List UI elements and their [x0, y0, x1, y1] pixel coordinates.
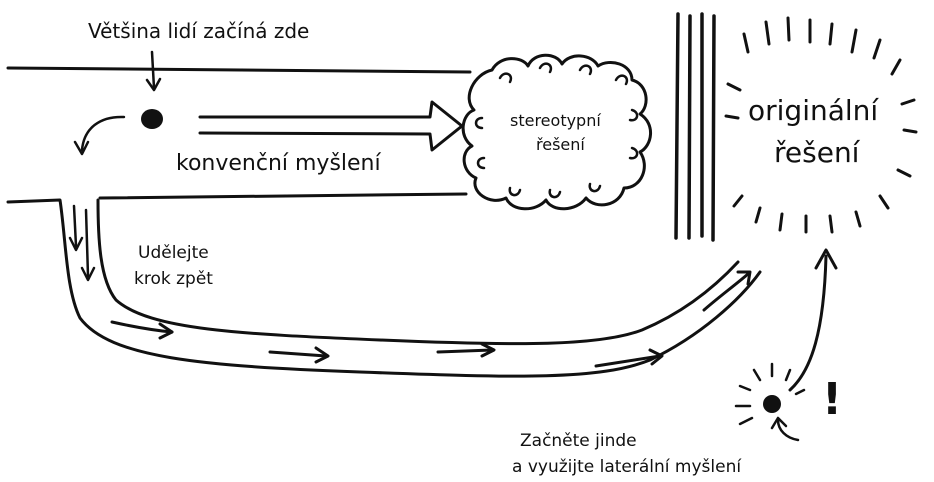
stereotype-label-line2: řešení — [536, 135, 585, 154]
start-dot — [141, 109, 163, 129]
stereotype-cloud — [463, 55, 650, 209]
original-label-line1: originální — [748, 94, 879, 127]
top-channel-line — [8, 68, 470, 72]
bottom-channel-line — [100, 194, 466, 198]
conventional-hollow-arrow — [200, 102, 462, 150]
step-back-label-line1: Udělejte — [138, 243, 209, 263]
pointer-arrow — [778, 420, 798, 440]
lateral-channel-outer — [8, 200, 760, 376]
lateral-start-dot — [763, 395, 781, 413]
cloud-curls — [476, 64, 637, 197]
step-back-label-line2: krok zpět — [134, 269, 213, 289]
stereotype-label-line1: stereotypní — [510, 111, 601, 130]
lateral-down-arrow-2 — [86, 210, 88, 276]
lateral-up-arrow — [790, 256, 826, 390]
start-down-arrow — [152, 52, 154, 88]
wall-lines — [676, 14, 714, 240]
conventional-label: konvenční myšlení — [176, 151, 382, 176]
start-label: Většina lidí začíná zde — [88, 19, 309, 43]
exclamation-mark: ! — [822, 374, 842, 425]
lateral-start-burst — [736, 364, 804, 424]
original-label-line2: řešení — [774, 136, 861, 169]
turn-back-arrow — [82, 117, 124, 150]
lateral-down-arrow-1 — [74, 206, 76, 246]
lateral-label-line2: a využijte laterální myšlení — [512, 457, 742, 477]
lateral-label-line1: Začněte jinde — [520, 431, 637, 451]
